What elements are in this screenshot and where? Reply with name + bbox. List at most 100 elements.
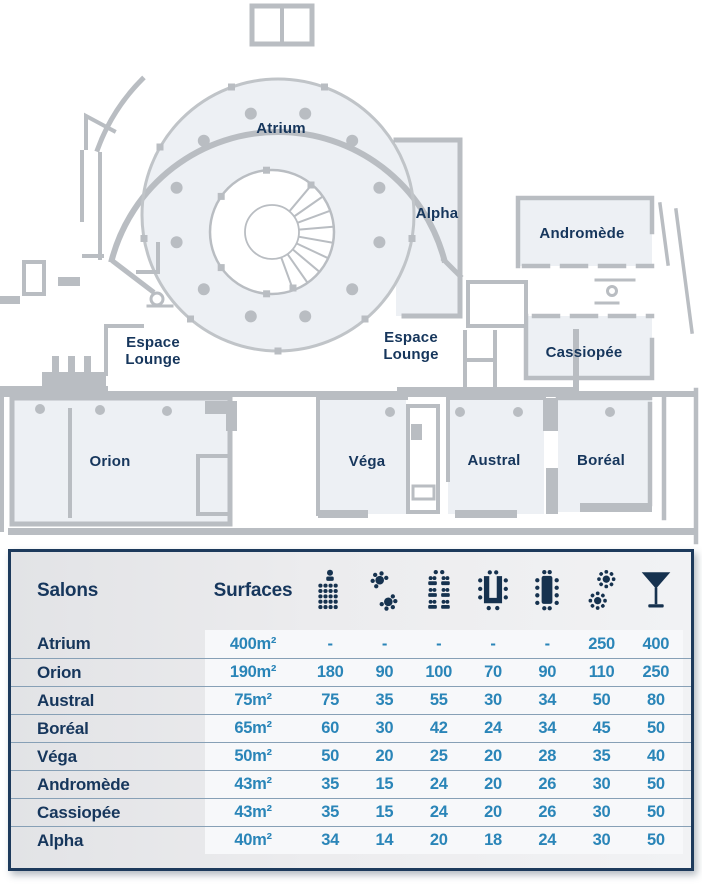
capacity-value: 40 (646, 747, 665, 765)
boardroom-icon (535, 570, 560, 611)
cocktail-icon (641, 572, 671, 608)
capacity-value: 30 (592, 831, 611, 849)
capacity-value: 24 (429, 803, 448, 821)
table-row: Atrium 400m² - - - - - 250 400 (11, 630, 691, 658)
capacity-value: 110 (588, 663, 615, 681)
room-name: Austral (37, 690, 95, 710)
room-orion-area (12, 398, 232, 524)
capacity-value: 60 (321, 719, 340, 737)
capacity-value: 50 (321, 747, 340, 765)
capacity-value: - (544, 634, 551, 653)
capacity-value: 20 (484, 747, 502, 765)
capacity-value: 20 (484, 803, 502, 821)
label-lounge-left-2: Lounge (125, 351, 180, 368)
capacity-value: 30 (592, 775, 611, 793)
theater-icon (318, 569, 343, 610)
room-cassiopee-area (526, 316, 652, 378)
capacity-value: 35 (375, 691, 394, 709)
capacity-value: 34 (321, 831, 340, 849)
capacity-value: 35 (321, 803, 340, 821)
surface-value: 40m² (234, 831, 272, 849)
capacity-value: 180 (316, 663, 344, 681)
capacity-value: 34 (538, 719, 557, 737)
label-lounge-left-1: Espace (126, 334, 180, 351)
capacity-value: 55 (429, 691, 448, 709)
surface-value: 65m² (234, 719, 272, 737)
label-boreal: Boréal (577, 452, 625, 469)
surface-value: 75m² (234, 691, 272, 709)
capacity-value: - (327, 634, 334, 653)
classroom-icon (427, 570, 450, 609)
capacity-value: 24 (429, 775, 448, 793)
table-row: Véga 50m² 50 20 25 20 28 35 40 (11, 742, 691, 770)
table-body: Atrium 400m² - - - - - 250 400 Orion 190… (11, 630, 691, 854)
capacity-value: 30 (592, 803, 611, 821)
room-name: Véga (37, 746, 77, 766)
room-name: Boréal (37, 718, 89, 738)
circular-staircase (208, 168, 336, 296)
table-row: Cassiopée 43m² 35 15 24 20 26 30 50 (11, 798, 691, 826)
capacity-value: - (381, 634, 388, 653)
capacity-value: 90 (538, 663, 557, 681)
label-atrium: Atrium (256, 120, 306, 137)
surface-value: 190m² (229, 663, 277, 681)
capacity-value: 250 (588, 634, 615, 653)
cabaret-icon (370, 571, 398, 611)
capacity-value: 20 (429, 831, 448, 849)
capacity-value: 100 (425, 663, 453, 681)
column-dots (35, 107, 615, 417)
capacity-value: 50 (646, 831, 665, 849)
room-name: Alpha (37, 830, 84, 850)
capacity-value: 15 (375, 803, 394, 821)
capacity-value: 24 (538, 831, 557, 849)
capacity-value: 35 (321, 775, 340, 793)
table-row: Austral 75m² 75 35 55 30 34 50 80 (11, 686, 691, 714)
surface-value: 400m² (229, 634, 277, 653)
banquet-icon (588, 569, 616, 610)
label-orion: Orion (90, 453, 131, 470)
capacity-value: 50 (646, 719, 665, 737)
capacity-value: 42 (429, 719, 448, 737)
capacity-table: Salons Surfaces (8, 549, 694, 871)
capacity-value: 80 (646, 691, 665, 709)
plan-wall-blocks (0, 277, 698, 535)
table-row: Boréal 65m² 60 30 42 24 34 45 50 (11, 714, 691, 742)
capacity-value: 14 (375, 831, 394, 849)
capacity-value: 34 (538, 691, 557, 709)
capacity-value: 90 (375, 663, 394, 681)
surface-value: 43m² (234, 803, 272, 821)
u-shape-icon (478, 570, 508, 611)
capacity-value: 20 (484, 775, 502, 793)
capacity-value: 24 (484, 719, 502, 737)
capacity-value: 30 (484, 691, 502, 709)
room-name: Cassiopée (37, 802, 121, 822)
capacity-value: 20 (375, 747, 394, 765)
capacity-value: 45 (592, 719, 611, 737)
label-cassiopee: Cassiopée (546, 344, 623, 361)
plan-walls (9, 3, 699, 545)
surfaces-header: Surfaces (213, 580, 293, 601)
ring-ticks (140, 83, 416, 355)
surface-value: 43m² (234, 775, 272, 793)
capacity-value: 28 (538, 747, 557, 765)
room-andromede-area (518, 198, 652, 266)
capacity-value: 400 (642, 634, 670, 653)
capacity-value: 50 (646, 803, 665, 821)
surface-value: 50m² (234, 747, 272, 765)
capacity-value: 50 (646, 775, 665, 793)
capacity-value: 75 (321, 691, 340, 709)
capacity-value: - (490, 634, 496, 653)
room-vega-area (318, 400, 406, 514)
table-row: Orion 190m² 180 90 100 70 90 110 250 (11, 658, 691, 686)
room-name: Andromède (37, 774, 130, 794)
room-name: Atrium (37, 634, 91, 653)
room-austral-area (448, 400, 544, 514)
salons-header: Salons (37, 580, 99, 601)
room-boreal-area (558, 400, 652, 512)
capacity-value: - (436, 634, 442, 653)
capacity-value: 18 (484, 831, 502, 849)
capacity-value: 30 (375, 719, 394, 737)
capacity-value: 15 (375, 775, 394, 793)
capacity-value: 70 (484, 663, 502, 681)
capacity-value: 26 (538, 775, 557, 793)
